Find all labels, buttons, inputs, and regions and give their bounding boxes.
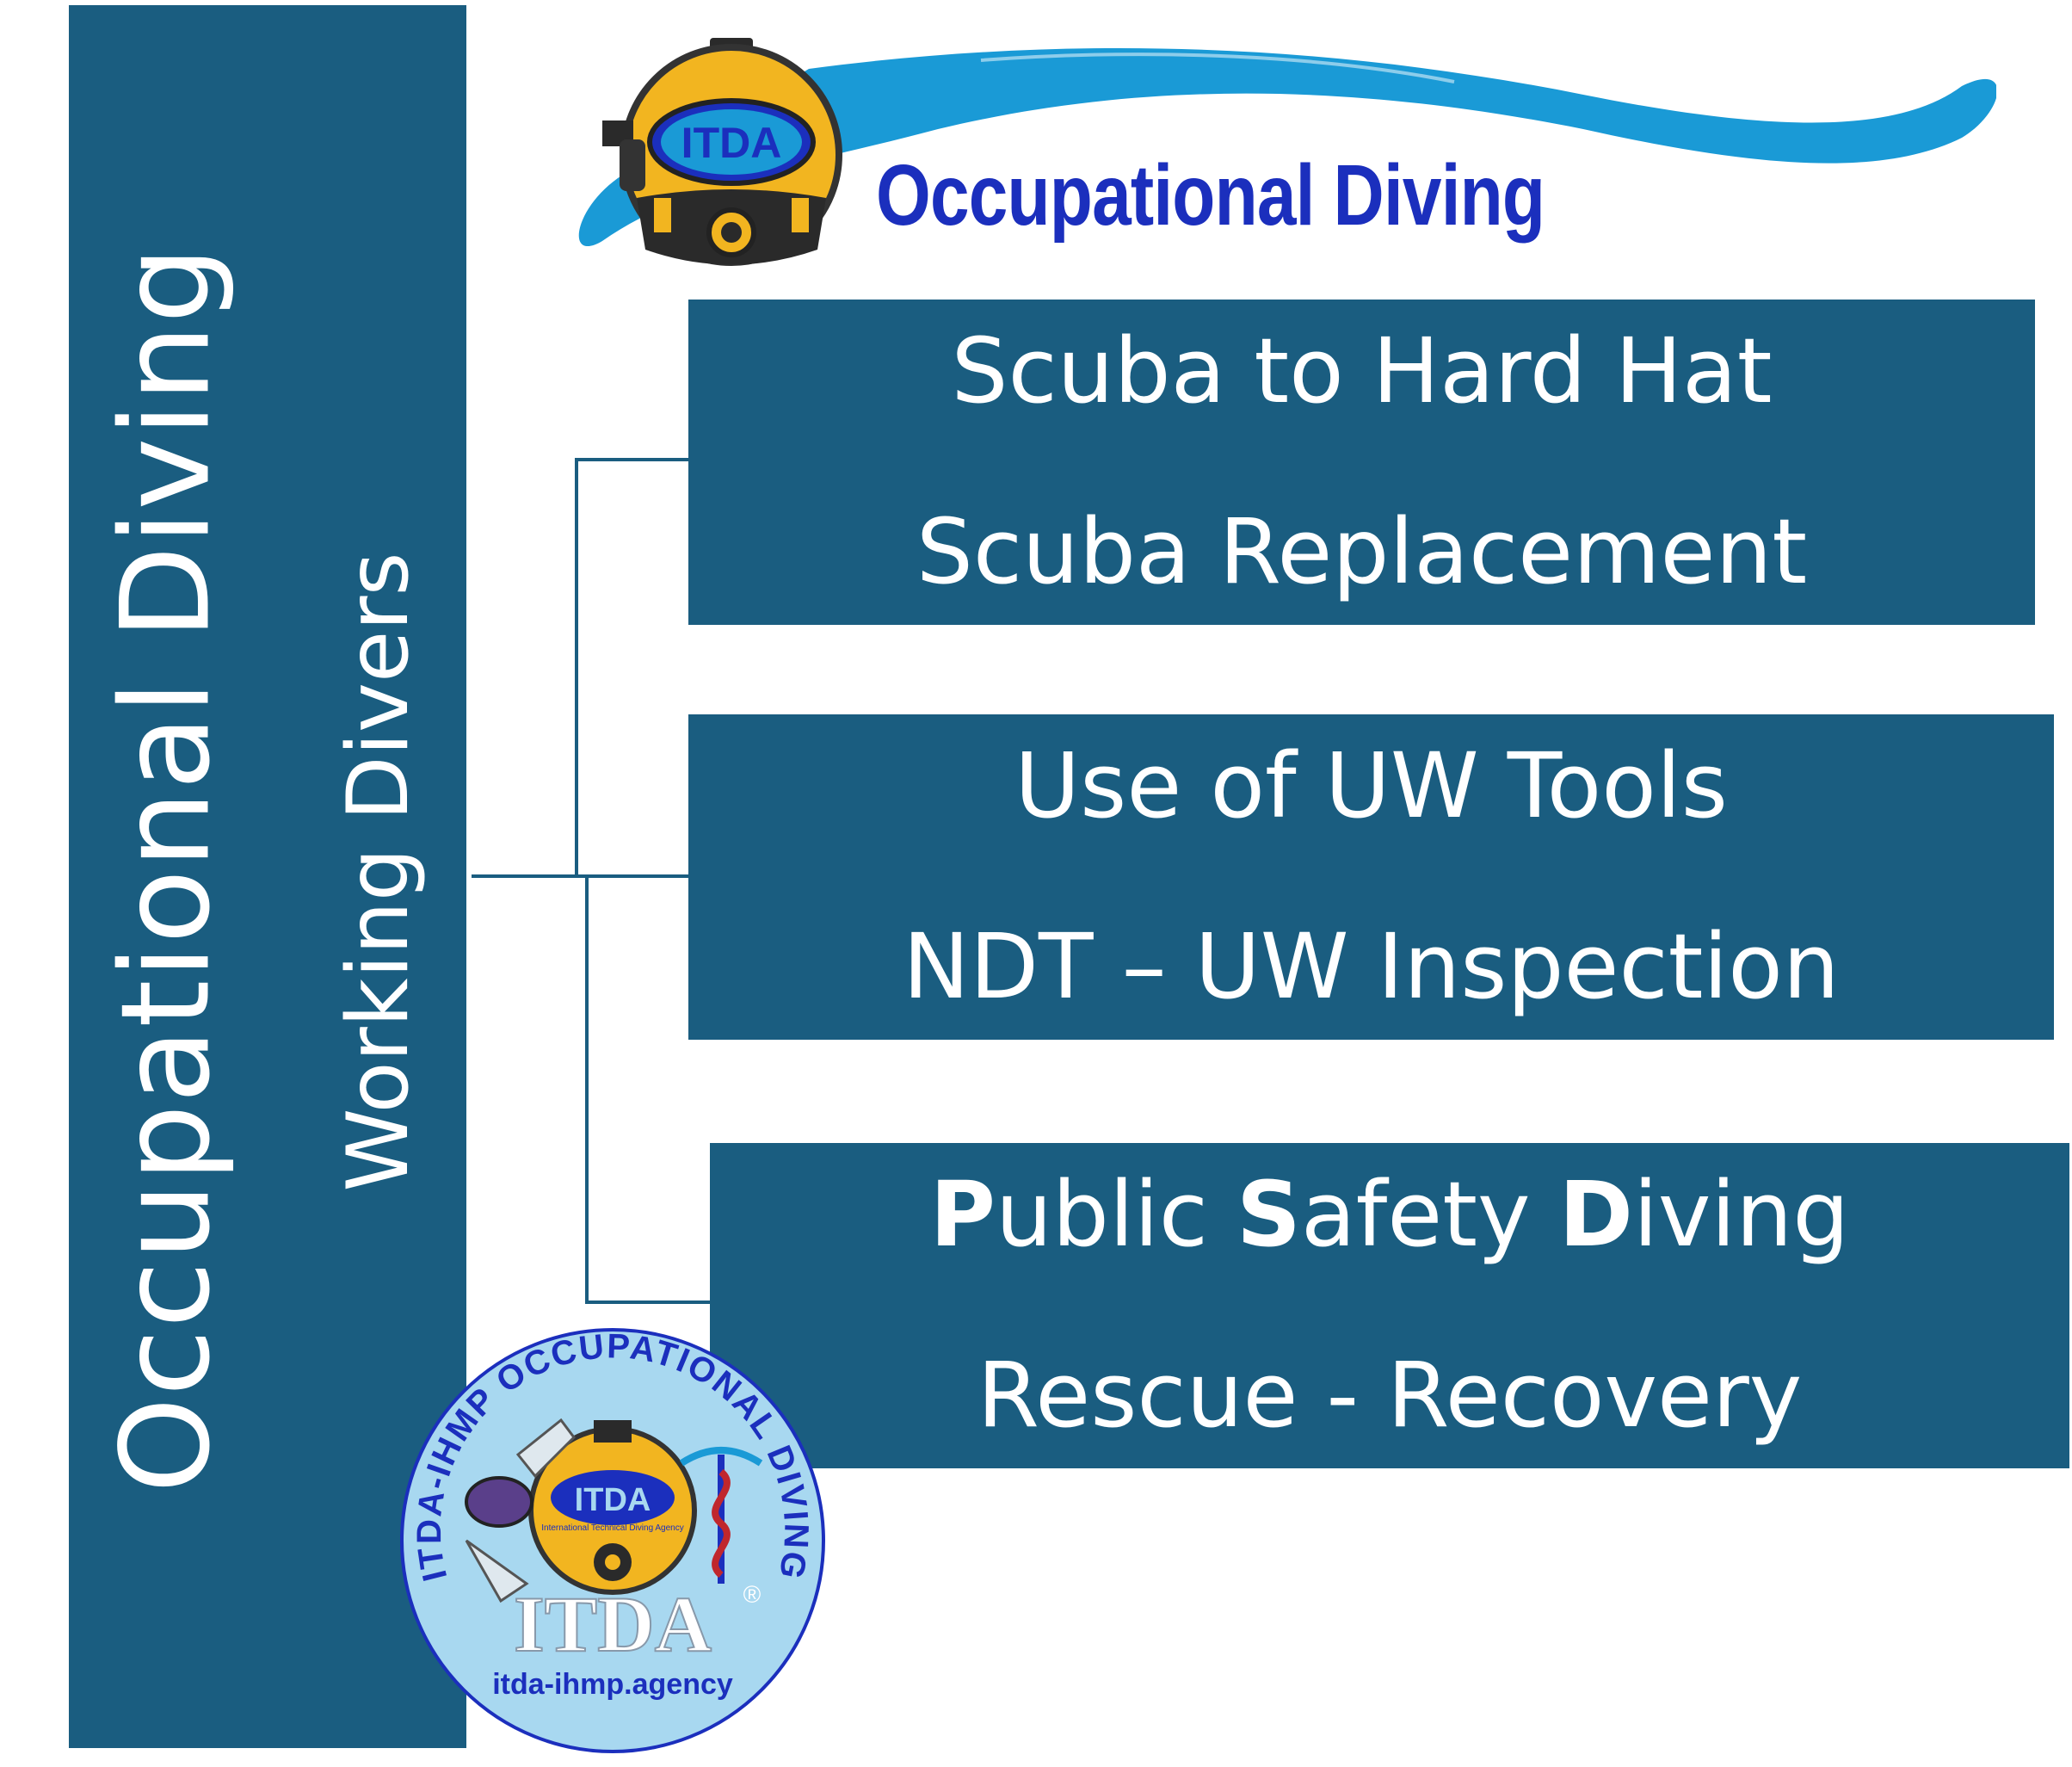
- connector-branch-2: [575, 874, 688, 878]
- header-logo: ITDA: [551, 34, 1998, 293]
- connector-branch-3: [585, 1301, 711, 1304]
- connector-stem: [472, 874, 577, 878]
- topic-1-line-2: Scuba Replacement: [916, 499, 1808, 604]
- topic-3-line-2: Rescue - Recovery: [977, 1343, 1803, 1448]
- connector-branch-1: [575, 458, 688, 461]
- wave-graphic: [578, 48, 1998, 247]
- psd-letter-d: D: [1558, 1162, 1633, 1267]
- psd-part-afety: afety: [1300, 1162, 1559, 1267]
- psd-part-ublic: ublic: [996, 1162, 1236, 1267]
- psd-part-iving: iving: [1632, 1162, 1850, 1267]
- helmet-badge-text: ITDA: [681, 119, 782, 167]
- header-logo-title: Occupational Diving: [876, 147, 1545, 244]
- topic-1-line-1: Scuba to Hard Hat: [951, 318, 1773, 423]
- seal-inner-badge: ITDA: [575, 1482, 651, 1518]
- seal-brand: ITDA: [514, 1580, 712, 1668]
- seal-registered-mark: ®: [743, 1581, 762, 1608]
- diving-helmet-icon: ITDA: [602, 38, 842, 266]
- topic-2-line-1: Use of UW Tools: [1014, 733, 1728, 838]
- connector-upper-vertical: [575, 458, 578, 876]
- topic-box-tools: Use of UW Tools NDT – UW Inspection: [688, 714, 2054, 1040]
- left-title-panel: [69, 5, 466, 1748]
- topic-3-line-1: Public Safety Diving: [710, 1162, 2069, 1267]
- topic-box-public-safety: Public Safety Diving Rescue - Recovery: [710, 1143, 2069, 1468]
- connector-lower-vertical: [585, 874, 589, 1303]
- main-title: Occupational Diving: [95, 244, 237, 1494]
- topic-2-line-2: NDT – UW Inspection: [903, 914, 1840, 1019]
- topic-box-scuba: Scuba to Hard Hat Scuba Replacement: [688, 300, 2035, 625]
- psd-letter-s: S: [1236, 1162, 1301, 1267]
- seal-url: itda-ihmp.agency: [492, 1668, 733, 1701]
- subtitle-working-divers: Working Divers: [330, 552, 428, 1192]
- seal-inner-caption: International Technical Diving Agency: [541, 1523, 683, 1533]
- psd-letter-p: P: [929, 1162, 996, 1267]
- itda-seal-logo: ITDA-IHMP OCCUPATIONAL DIVING ITDA Inter…: [398, 1325, 828, 1756]
- seal-graphic: ITDA-IHMP OCCUPATIONAL DIVING ITDA Inter…: [400, 1327, 825, 1753]
